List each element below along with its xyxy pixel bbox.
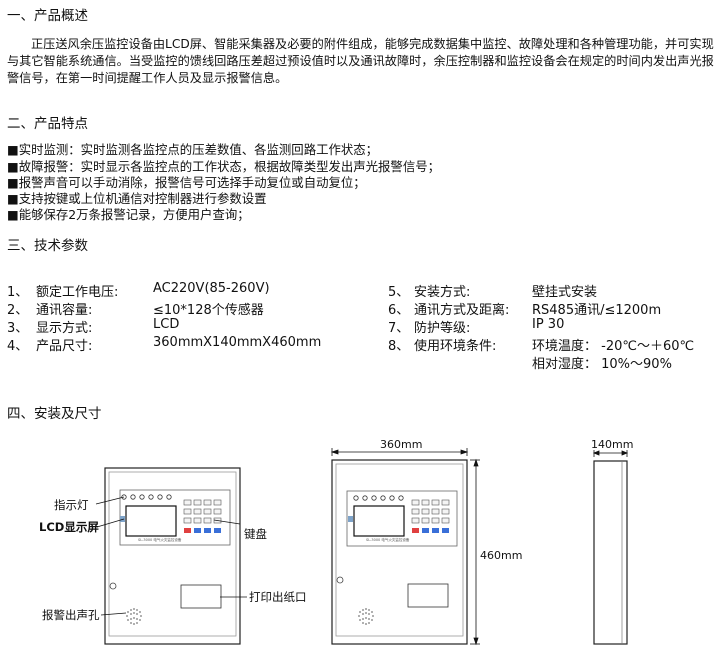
spec-num: 8、 — [388, 339, 410, 354]
spec-label: 显示方式: — [36, 321, 93, 336]
spec-value: IP 30 — [532, 317, 565, 332]
buzzer-holes-icon — [126, 608, 142, 625]
front-panel-caption: SL-3000 电气火灾监控设备 — [138, 537, 182, 542]
dim-lcd-screen — [353, 505, 405, 537]
spec-label: 额定工作电压: — [36, 285, 119, 300]
spec-label: 使用环境条件: — [414, 339, 497, 354]
spec-value: 壁挂式安装 — [532, 285, 598, 300]
height-dimension — [470, 458, 480, 646]
front-view: SL-3000 电气火灾监控设备 指示灯 LCD显示屏 键盘 打印出纸口 报警出… — [39, 467, 307, 645]
section2-title: 二、产品特点 — [7, 116, 88, 132]
spec-value: AC220V(85-260V) — [153, 281, 270, 296]
spec-value: 环境温度： -20℃～＋60℃ — [532, 339, 695, 354]
callout-lines — [95, 496, 247, 616]
spec-num: 5、 — [388, 285, 410, 300]
dim-cabinet — [331, 459, 468, 645]
depth-label: 140mm — [591, 438, 633, 451]
spec-label: 产品尺寸: — [36, 339, 93, 354]
lcd-side-tab — [120, 516, 125, 522]
feature-item: ■支持按键或上位机通信对控制器进行参数设置 — [7, 191, 267, 206]
callout-printer: 打印出纸口 — [249, 590, 307, 604]
spec-label: 通讯容量: — [36, 303, 93, 318]
feature-item: ■故障报警：实时显示各监控点的工作状态，根据故障类型发出声光报警信号； — [7, 159, 440, 174]
spec-num: 2、 — [7, 303, 29, 318]
width-label: 360mm — [380, 438, 422, 451]
dim-panel-caption: SL-3000 电气火灾监控设备 — [366, 537, 410, 542]
side-cabinet — [593, 460, 628, 645]
depth-dimension — [592, 450, 629, 457]
feature-item: ■实时监测：实时监测各监控点的压差数值、各监测回路工作状态； — [7, 142, 379, 157]
dim-cabinet-inner — [335, 463, 464, 637]
spec-value: 360mmX140mmX460mm — [153, 335, 322, 350]
spec-num: 6、 — [388, 303, 410, 318]
lock-hole-icon — [109, 582, 117, 590]
spec-label: 防护等级: — [414, 321, 471, 336]
section1-paragraph-text: 正压送风余压监控设备由LCD屏、智能采集器及必要的附件组成，能够完成数据集中监控… — [7, 37, 714, 85]
dimension-view: SL-3000 电气火灾监控设备 360mm 460mm — [330, 438, 522, 646]
spec-label: 安装方式: — [414, 285, 471, 300]
callout-buzzer: 报警出声孔 — [42, 608, 100, 622]
callout-keyboard: 键盘 — [244, 527, 267, 541]
callout-lcd: LCD显示屏 — [39, 520, 99, 534]
section1-title: 一、产品概述 — [7, 8, 88, 24]
width-dimension — [330, 448, 469, 456]
callout-indicator: 指示灯 — [54, 498, 89, 512]
lcd-screen — [125, 505, 177, 537]
spec-num: 4、 — [7, 339, 29, 354]
printer-slot — [180, 584, 222, 609]
spec-value: ≤10*128个传感器 — [153, 303, 264, 318]
function-keys — [184, 528, 221, 533]
section3-title: 三、技术参数 — [7, 238, 88, 254]
front-cabinet-inner — [108, 471, 237, 637]
section4-title: 四、安装及尺寸 — [7, 406, 102, 422]
spec-humidity: 相对湿度： 10%～90% — [532, 357, 672, 372]
indicator-lights — [121, 494, 172, 500]
section1-paragraph: 正压送风余压监控设备由LCD屏、智能采集器及必要的附件组成，能够完成数据集中监控… — [7, 36, 715, 87]
spec-value: LCD — [153, 317, 180, 332]
spec-num: 7、 — [388, 321, 410, 336]
height-label: 460mm — [480, 549, 522, 562]
spec-value: RS485通讯/≤1200m — [532, 303, 662, 318]
feature-item: ■能够保存2万条报警记录，方便用户查询； — [7, 207, 250, 222]
feature-item: ■报警声音可以手动消除，报警信号可选择手动复位或自动复位； — [7, 175, 366, 190]
spec-num: 1、 — [7, 285, 29, 300]
side-view: 140mm — [591, 438, 633, 645]
front-cabinet — [104, 467, 241, 645]
spec-label: 通讯方式及距离: — [414, 303, 510, 318]
spec-num: 3、 — [7, 321, 29, 336]
